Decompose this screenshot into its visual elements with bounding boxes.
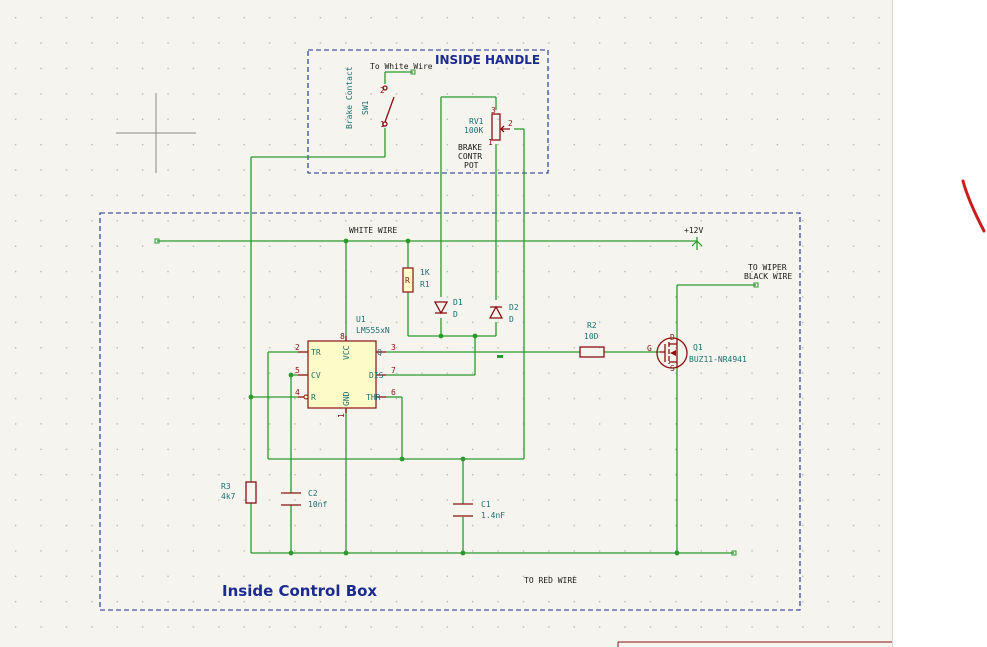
svg-text:6: 6 (391, 388, 396, 397)
schematic-sheet (0, 0, 892, 647)
svg-text:D: D (509, 315, 514, 324)
net-to-red-wire: TO RED WIRE (524, 576, 577, 585)
svg-text:Brake Contact: Brake Contact (345, 66, 354, 129)
svg-text:1: 1 (380, 120, 385, 129)
svg-text:R3: R3 (221, 482, 231, 491)
svg-text:2: 2 (508, 119, 513, 128)
svg-text:Q: Q (377, 348, 382, 357)
potentiometer-rv1: RV1 100K 3 2 1 BRAKE CONTR POT (458, 106, 513, 170)
svg-text:THR: THR (366, 393, 381, 402)
ic-u1-555: U1 LM555xN TR CV R Q DIS THR VCC GND 2 5… (295, 315, 396, 418)
svg-text:VCC: VCC (342, 345, 351, 360)
svg-text:Q1: Q1 (693, 343, 703, 352)
svg-text:CONTR: CONTR (458, 152, 482, 161)
svg-text:100K: 100K (464, 126, 483, 135)
svg-text:CV: CV (311, 371, 321, 380)
pen-annotation-mark (961, 179, 986, 233)
net-to-wiper: TO WIPER (748, 263, 787, 272)
svg-text:D: D (453, 310, 458, 319)
svg-text:4k7: 4k7 (221, 492, 236, 501)
svg-text:C2: C2 (308, 489, 318, 498)
title-block-edge (617, 641, 892, 647)
sheet-edge (892, 0, 893, 647)
svg-text:BRAKE: BRAKE (458, 143, 482, 152)
svg-text:C1: C1 (481, 500, 491, 509)
svg-text:R: R (311, 393, 316, 402)
svg-text:5: 5 (295, 366, 300, 375)
svg-text:8: 8 (340, 332, 345, 341)
svg-text:TR: TR (311, 348, 321, 357)
resistor-r1: R 1K R1 (402, 267, 430, 293)
power-arrow-icon (691, 240, 703, 247)
svg-text:D1: D1 (453, 298, 463, 307)
diode-d1: D1 D (433, 298, 463, 319)
svg-text:DIS: DIS (369, 371, 384, 380)
svg-text:1: 1 (337, 413, 346, 418)
svg-text:U1: U1 (356, 315, 366, 324)
svg-text:3: 3 (391, 343, 396, 352)
resistor-r3: R3 4k7 (221, 481, 257, 504)
svg-text:D2: D2 (509, 303, 519, 312)
svg-text:3: 3 (491, 106, 496, 115)
capacitor-c1: C1 1.4nF (453, 500, 505, 520)
svg-text:SW1: SW1 (361, 100, 370, 115)
capacitor-c2: C2 10nf (281, 489, 327, 509)
svg-text:S: S (670, 364, 675, 373)
svg-text:2: 2 (295, 343, 300, 352)
crosshair-cursor (116, 93, 196, 173)
svg-text:R: R (405, 276, 410, 285)
svg-text:GND: GND (342, 391, 351, 406)
wire-ends (154, 69, 759, 556)
net-white-wire: WHITE WIRE (349, 226, 397, 235)
diode-d2: D2 D (488, 303, 519, 324)
svg-text:R1: R1 (420, 280, 430, 289)
svg-text:LM555xN: LM555xN (356, 326, 390, 335)
svg-text:4: 4 (295, 388, 300, 397)
inside-handle-title: INSIDE HANDLE (435, 53, 540, 67)
svg-text:1: 1 (488, 138, 493, 147)
control-box-frame (99, 212, 801, 611)
svg-text:10nf: 10nf (308, 500, 327, 509)
svg-text:RV1: RV1 (469, 117, 484, 126)
net-black-wire: BLACK WIRE (744, 272, 792, 281)
wires (157, 71, 756, 554)
svg-text:R2: R2 (587, 321, 597, 330)
control-box-title: Inside Control Box (222, 582, 377, 600)
junctions (248, 238, 680, 556)
net-to-white-wire: To White Wire (370, 62, 433, 71)
switch-sw1: 2 1 Brake Contact SW1 (345, 66, 395, 129)
svg-text:POT: POT (464, 161, 479, 170)
svg-text:1K: 1K (420, 268, 430, 277)
resistor-r2: R2 10D (579, 321, 605, 358)
svg-text:G: G (647, 344, 652, 353)
inside-handle-frame (307, 49, 549, 174)
mosfet-q1: G D S Q1 BUZ11-NR4941 (647, 333, 747, 373)
svg-text:7: 7 (391, 366, 396, 375)
net-plus12v: +12V (684, 226, 703, 235)
svg-text:2: 2 (380, 86, 385, 95)
svg-text:BUZ11-NR4941: BUZ11-NR4941 (689, 355, 747, 364)
svg-text:10D: 10D (584, 332, 599, 341)
svg-text:1.4nF: 1.4nF (481, 511, 505, 520)
svg-text:D: D (670, 333, 675, 342)
